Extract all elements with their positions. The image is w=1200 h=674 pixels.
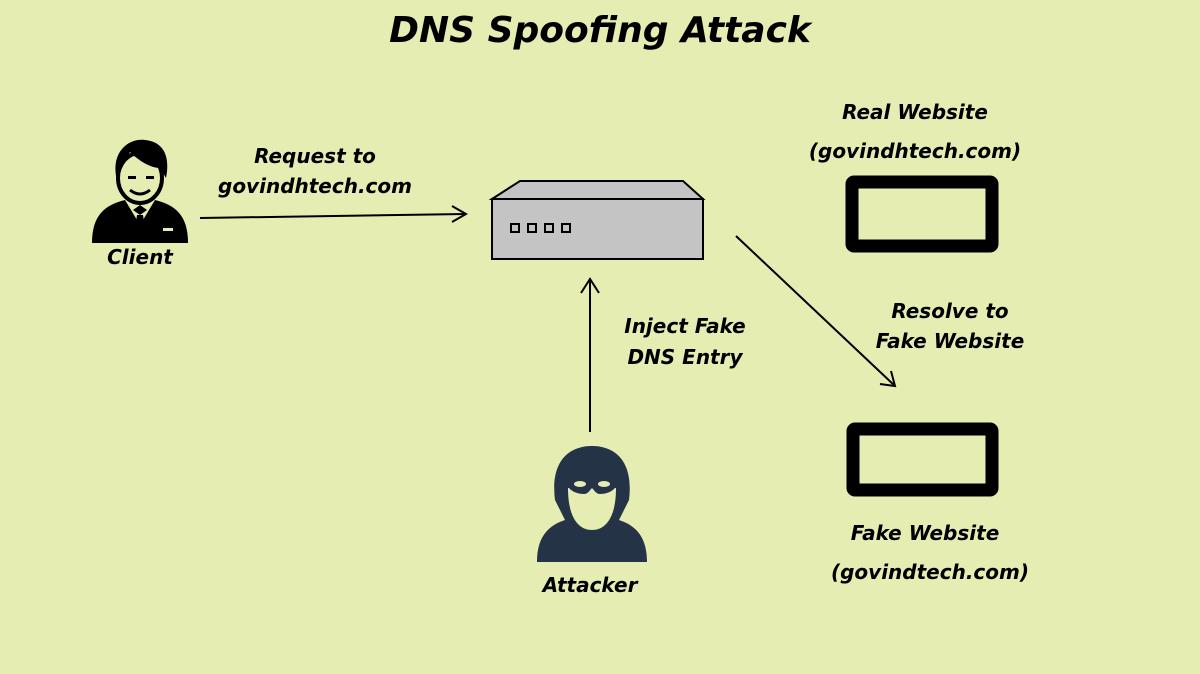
real-website-label: Real Website [842,100,988,124]
client-label: Client [107,245,173,269]
attacker-label: Attacker [542,573,638,597]
server-ports [510,223,571,233]
hooded-attacker-icon [537,446,647,562]
inject-label-line1: Inject Fake [624,314,746,338]
client-person-icon [92,139,188,243]
inject-label-line2: DNS Entry [627,345,743,369]
real-website-box [845,175,999,253]
request-label-line1: Request to [254,144,376,168]
inject-arrow [580,277,600,432]
dns-server-icon [488,180,706,260]
diagram-title: DNS Spoofing Attack [389,10,811,51]
fake-website-label: Fake Website [850,521,1000,545]
resolve-label-line2: Fake Website [875,329,1025,353]
fake-website-domain: (govindtech.com) [830,560,1030,584]
request-label-line2: govindhtech.com [218,174,412,198]
fake-website-box [846,422,999,497]
resolve-arrow [735,235,897,388]
request-arrow [199,205,469,223]
real-website-domain: (govindhtech.com) [808,139,1022,163]
resolve-label-line1: Resolve to [891,299,1009,323]
